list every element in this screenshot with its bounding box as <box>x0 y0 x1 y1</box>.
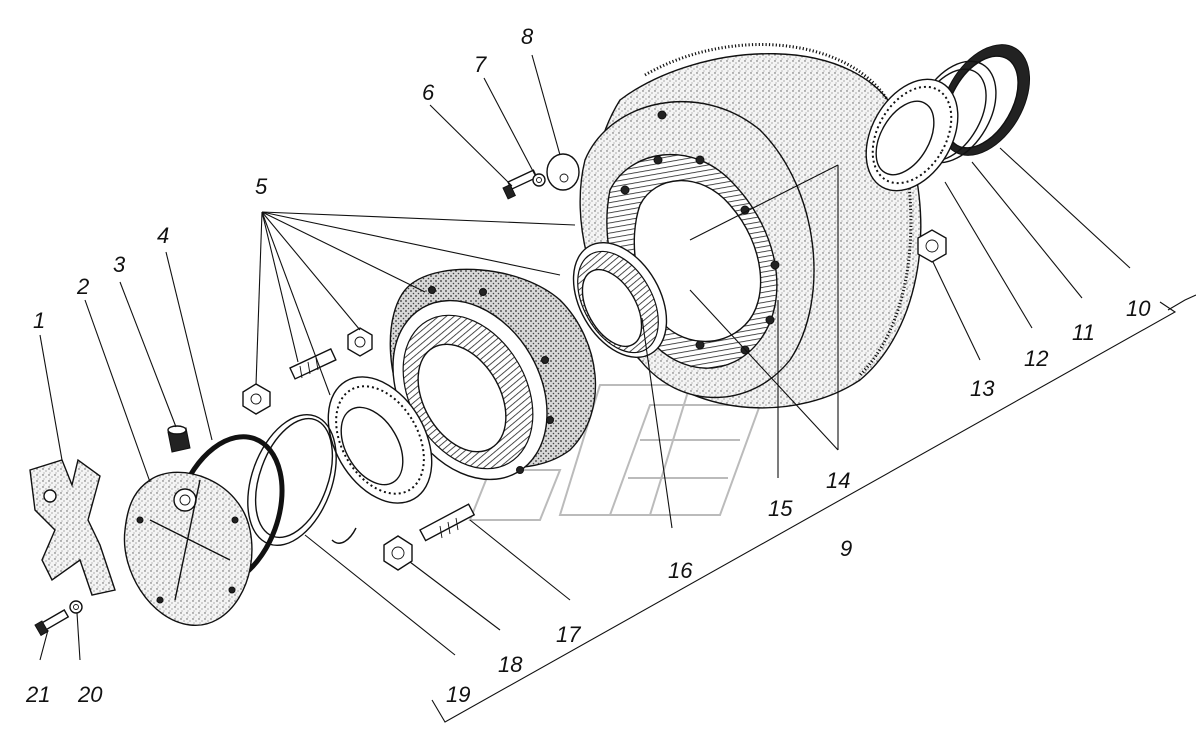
wheel-hub <box>389 268 597 481</box>
stud-5 <box>289 348 337 380</box>
bolt-21 <box>34 609 70 637</box>
hub-cap-2 <box>123 471 253 626</box>
label-9: 9 <box>840 536 852 561</box>
part-labels: 1 2 3 4 5 6 7 8 9 10 11 12 13 14 15 16 1… <box>25 24 1151 707</box>
label-13: 13 <box>970 376 995 401</box>
washer-7 <box>532 173 546 187</box>
rear-seal-ring <box>939 44 1031 156</box>
label-16: 16 <box>668 558 693 583</box>
label-10: 10 <box>1126 296 1151 321</box>
label-18: 18 <box>498 652 523 677</box>
label-20: 20 <box>77 682 103 707</box>
outer-bearing <box>865 78 959 192</box>
label-6: 6 <box>422 80 435 105</box>
washer-20 <box>69 600 83 614</box>
plug-3 <box>167 425 191 453</box>
leader-lines <box>39 54 1196 723</box>
label-7: 7 <box>474 52 487 77</box>
lock-plate-8 <box>546 153 580 191</box>
label-2: 2 <box>76 274 89 299</box>
label-4: 4 <box>157 223 169 248</box>
label-19: 19 <box>446 682 470 707</box>
stud-17 <box>419 503 476 542</box>
label-15: 15 <box>768 496 793 521</box>
label-12: 12 <box>1024 346 1048 371</box>
nut-5a <box>242 383 271 415</box>
watermark-logo <box>468 384 762 521</box>
bolt-6 <box>502 169 538 200</box>
label-14: 14 <box>826 468 850 493</box>
label-11: 11 <box>1072 320 1095 345</box>
wheel-nut-13 <box>917 229 947 263</box>
nut-5b <box>347 327 373 357</box>
front-bearing <box>327 376 433 504</box>
nut-18 <box>383 535 413 571</box>
label-8: 8 <box>521 24 534 49</box>
bracket-1 <box>29 458 116 596</box>
label-21: 21 <box>25 682 50 707</box>
label-17: 17 <box>556 622 581 647</box>
label-5: 5 <box>255 174 268 199</box>
label-3: 3 <box>113 252 126 277</box>
label-1: 1 <box>33 308 45 333</box>
